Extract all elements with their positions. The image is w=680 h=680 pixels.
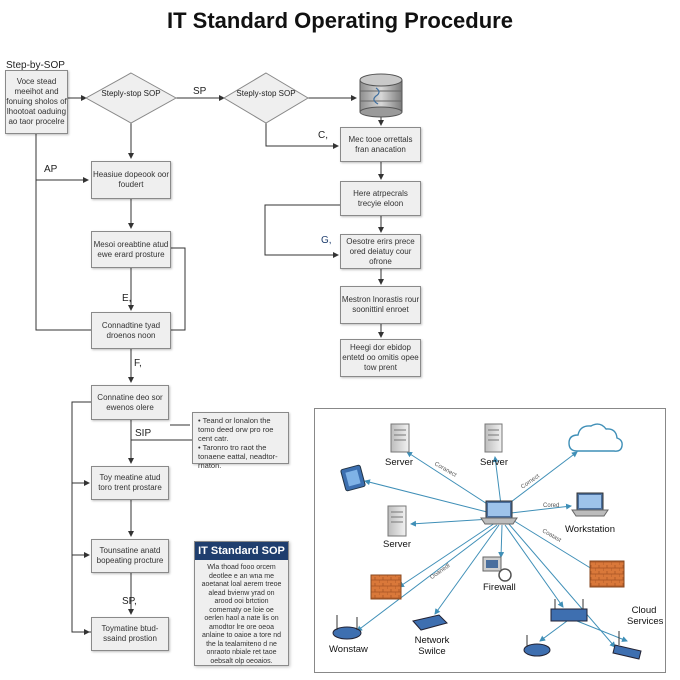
network-diagram-panel: Server Server Server Workstation Firewal… bbox=[314, 408, 666, 673]
server-1-icon bbox=[390, 423, 410, 453]
firewall-label: Firewall bbox=[483, 582, 516, 593]
bullet-note-item-2: • Taronro tro raot the tonaene eattal, n… bbox=[198, 443, 278, 470]
flow-box-r4: Mestron lnorastis rour soonittinl enroet bbox=[340, 286, 421, 324]
g-label: G, bbox=[321, 235, 332, 246]
network-switch-icon bbox=[412, 614, 448, 631]
sp-label-low: SP, bbox=[122, 596, 137, 607]
server-2-icon bbox=[484, 423, 503, 453]
network-switch-label: Network Swilce bbox=[414, 635, 450, 657]
decision-2-label: Steply-stop SOP bbox=[236, 89, 296, 98]
bullet-note-item-1: • Teand or lonalon the tomo deed orw pro… bbox=[198, 416, 274, 443]
flow-box-b3: Connadtine tyad droenos noon bbox=[91, 312, 171, 349]
flow-box-r1: Mec tooe orrettals fran anacation bbox=[340, 127, 421, 162]
flow-box-r5: Heegi dor ebidop entetd oo omitis opee t… bbox=[340, 339, 421, 377]
ap-label: AP bbox=[44, 164, 58, 175]
sop-card-body: Wla thoad fooo orcem deotlee e an wna me… bbox=[201, 564, 282, 665]
router-left-icon bbox=[332, 615, 362, 640]
server-3-icon bbox=[387, 505, 407, 537]
step-by-sop-label: Step-by-SOP bbox=[6, 60, 65, 71]
sp-label-top: SP bbox=[193, 86, 207, 97]
sop-card: IT Standard SOP Wla thoad fooo orcem deo… bbox=[194, 541, 289, 666]
e-label: E, bbox=[122, 293, 132, 304]
flow-box-c2: Toy meatine atud toro trent prostare bbox=[91, 466, 169, 500]
network-graphics bbox=[332, 423, 642, 660]
intro-box: Voce stead meeihot and fonuing sholos of… bbox=[5, 70, 68, 134]
cloud-services-label: Cloud Services bbox=[627, 605, 664, 627]
decision-1-label: Steply-stop SOP bbox=[101, 89, 161, 98]
flow-box-r2: Here atrpecrals trecyie eloon bbox=[340, 181, 421, 216]
workstation-label: Workstation bbox=[565, 524, 615, 535]
bullet-note: • Teand or lonalon the tomo deed orw pro… bbox=[192, 412, 289, 470]
firewall-icon bbox=[482, 556, 512, 582]
flow-box-b1: Heasiue dopeook oor foudert bbox=[91, 161, 171, 199]
flow-box-c3: Tounsatine anatd bopeating procture bbox=[91, 539, 169, 573]
sop-card-header: IT Standard SOP bbox=[195, 542, 288, 560]
server-1-label: Server bbox=[385, 457, 413, 468]
page-title: IT Standard Operating Procedure bbox=[167, 8, 513, 33]
flow-box-c1: Connatine deo sor ewenos olere bbox=[91, 385, 169, 420]
brick-firewall-right-icon bbox=[589, 560, 625, 588]
tablet-icon bbox=[340, 464, 366, 492]
router-bottom-right-icon bbox=[612, 631, 642, 660]
flow-box-r3: Oesotre erirs prece ored deiatuy cour of… bbox=[340, 234, 421, 269]
workstation-icon bbox=[571, 492, 609, 517]
f-label: F, bbox=[134, 358, 142, 369]
flow-box-b2: Mesoi oreabtine atud ewe erard prosture bbox=[91, 231, 171, 268]
c-label: C, bbox=[318, 130, 328, 141]
wonstaw-label: Wonstaw bbox=[329, 644, 368, 655]
hub-laptop-icon bbox=[480, 500, 518, 525]
flow-box-c4: Toymatine btud-ssaind prostion bbox=[91, 617, 169, 651]
sip-label: SIP bbox=[135, 428, 152, 439]
cloud-icon bbox=[568, 423, 623, 452]
server-2-label: Server bbox=[480, 457, 508, 468]
brick-firewall-left-icon bbox=[370, 574, 402, 600]
router-bottom-left-icon bbox=[523, 635, 551, 657]
connection-label-3: Cored bbox=[543, 503, 560, 509]
server-3-label: Server bbox=[383, 539, 411, 550]
core-switch-icon bbox=[550, 599, 588, 622]
